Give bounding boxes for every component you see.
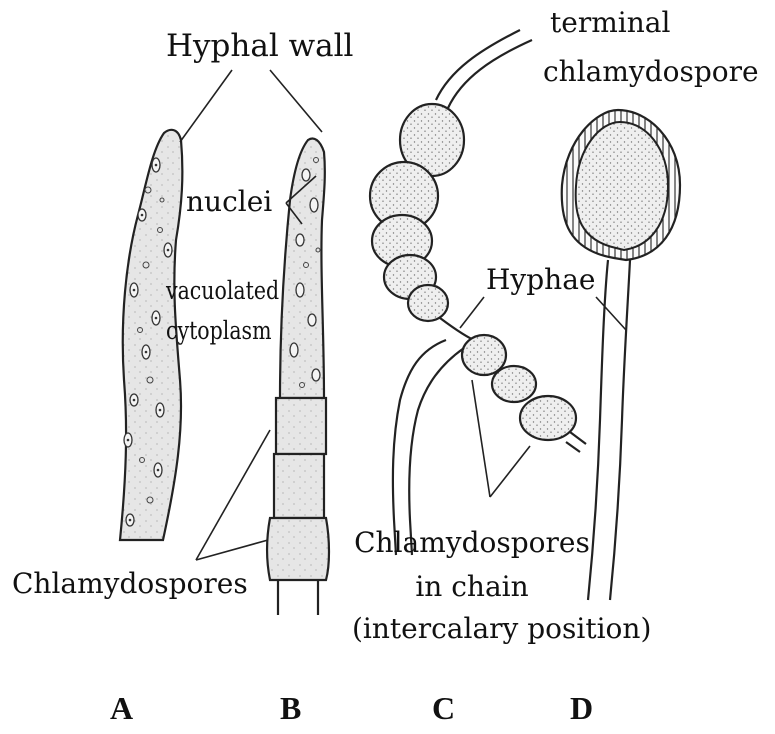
panel-label-a: A: [110, 692, 133, 726]
label-chlamydospore-d: chlamydospore: [543, 57, 759, 86]
label-chain-2: in chain: [352, 572, 592, 601]
panel-label-b: B: [280, 692, 301, 726]
label-chlamydospores-b: Chlamydospores: [12, 569, 248, 598]
panel-label-d: D: [570, 692, 593, 726]
label-vacuolated: vacuolated: [166, 278, 279, 304]
label-nuclei: nuclei: [186, 187, 272, 216]
hypha-b: [267, 139, 329, 616]
label-chain-3: (intercalary position): [352, 614, 642, 643]
label-terminal: terminal: [550, 8, 670, 37]
panel-label-c: C: [432, 692, 455, 726]
label-hyphal-wall: Hyphal wall: [166, 30, 353, 63]
label-cytoplasm: cytoplasm: [166, 318, 272, 344]
label-chain-1: Chlamydospores: [352, 528, 592, 557]
label-hyphae: Hyphae: [486, 265, 595, 294]
